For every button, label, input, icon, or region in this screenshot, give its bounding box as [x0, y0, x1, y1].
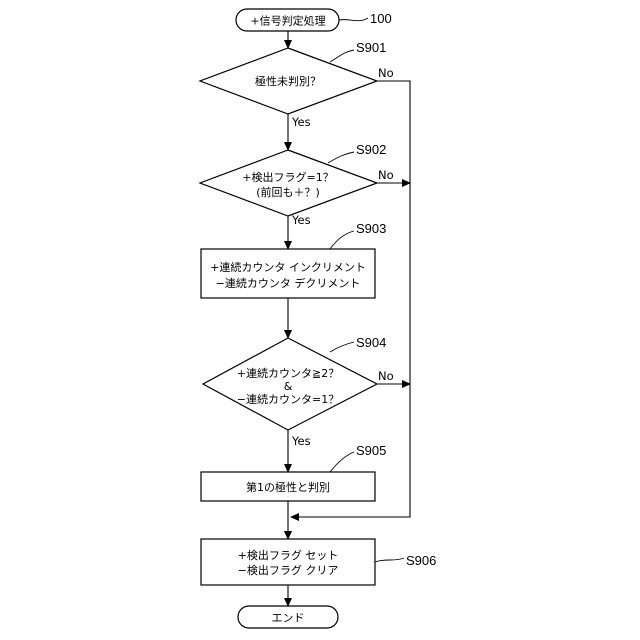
start-ref: 100 — [339, 11, 392, 26]
decision-s901: 極性未判別？ — [200, 48, 377, 114]
decision-s904: +連続カウンタ≧2？ & −連続カウンタ=1？ — [203, 338, 377, 430]
s902-no-label: No — [378, 168, 394, 182]
s905-ref: S905 — [330, 443, 386, 472]
svg-text:100: 100 — [370, 11, 392, 26]
svg-text:S905: S905 — [356, 443, 386, 458]
s902-ref: S902 — [328, 142, 386, 163]
s906-ref: S906 — [375, 553, 436, 568]
svg-text:S903: S903 — [356, 221, 386, 236]
start-label: +信号判定処理 — [250, 14, 325, 28]
svg-text:S904: S904 — [356, 335, 386, 350]
s904-no-label: No — [378, 369, 394, 383]
s903-ref: S903 — [330, 221, 386, 249]
svg-text:S906: S906 — [406, 553, 436, 568]
end-label: エンド — [272, 612, 305, 625]
s905-text: 第1の極性と判別 — [246, 480, 330, 494]
s904-text-line2: & — [284, 380, 293, 393]
s901-no-label: No — [378, 66, 394, 80]
s904-text-line1: +連続カウンタ≧2？ — [237, 366, 339, 380]
s901-text: 極性未判別？ — [255, 74, 321, 88]
decision-s902: +検出フラグ=1？ (前回も＋？) — [200, 150, 377, 216]
s902-text-line2: (前回も＋？) — [256, 185, 320, 199]
no-branch-bus — [291, 81, 410, 517]
s906-text-line2: −検出フラグ クリア — [238, 563, 339, 577]
s902-yes-label: Yes — [291, 213, 311, 227]
s904-text-line3: −連続カウンタ=1？ — [237, 392, 339, 406]
svg-text:S901: S901 — [356, 40, 386, 55]
svg-text:S902: S902 — [356, 142, 386, 157]
process-s906: +検出フラグ セット −検出フラグ クリア — [201, 539, 375, 585]
s903-text-line1: +連続カウンタ インクリメント — [210, 260, 366, 274]
s902-text-line1: +検出フラグ=1？ — [242, 170, 333, 184]
s903-text-line2: −連続カウンタ デクリメント — [216, 276, 361, 290]
end-terminal: エンド — [238, 606, 338, 628]
s904-ref: S904 — [330, 335, 386, 352]
s901-ref: S901 — [330, 40, 386, 62]
process-s903: +連続カウンタ インクリメント −連続カウンタ デクリメント — [201, 249, 375, 298]
start-terminal: +信号判定処理 — [236, 9, 339, 31]
process-s905: 第1の極性と判別 — [201, 472, 375, 501]
s906-text-line1: +検出フラグ セット — [238, 548, 339, 562]
s901-yes-label: Yes — [291, 115, 311, 129]
s904-yes-label: Yes — [291, 434, 311, 448]
